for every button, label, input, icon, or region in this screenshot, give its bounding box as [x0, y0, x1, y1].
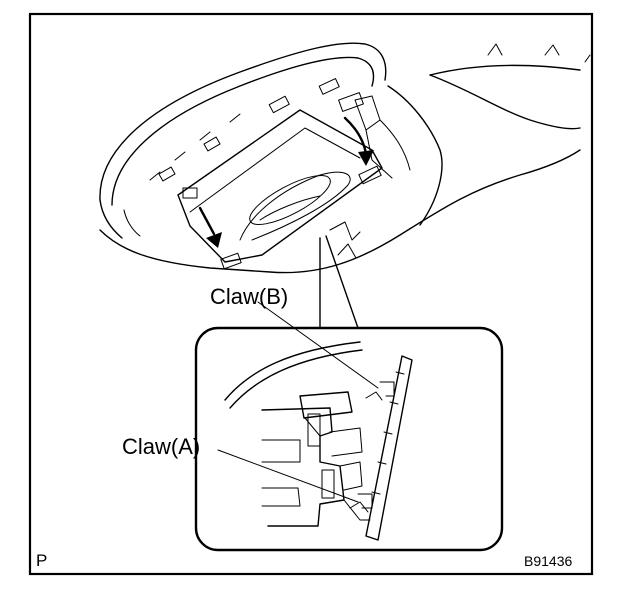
claw-a-leader-line — [217, 449, 359, 503]
push-arrow-left-head — [206, 232, 222, 248]
push-arrow-right-head — [358, 150, 374, 166]
corner-code-label: P — [36, 551, 47, 570]
detail-callout-line-right — [325, 235, 359, 329]
detail-inset — [194, 326, 504, 552]
figure-id-label: B91436 — [524, 553, 572, 569]
claw-b-label: Claw(B) — [210, 284, 288, 309]
claw-b-leader-line — [257, 301, 379, 389]
figure-frame — [28, 12, 594, 576]
vehicle-interior-drawing — [99, 42, 591, 274]
claw-a-label: Claw(A) — [122, 434, 200, 459]
